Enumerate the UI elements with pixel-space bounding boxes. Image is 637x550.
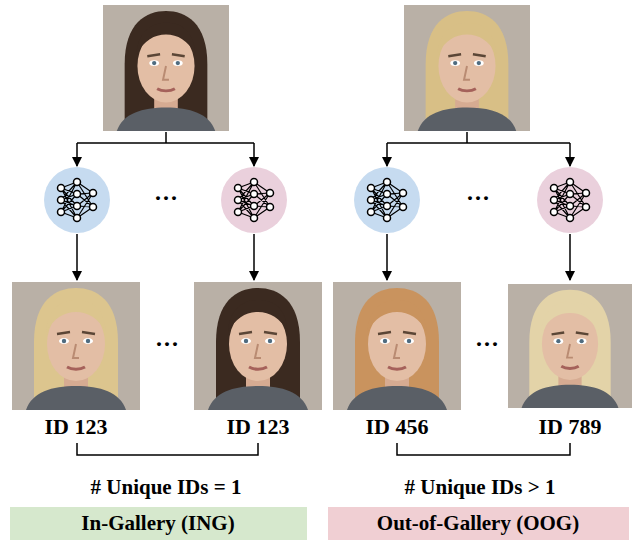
arrow xyxy=(386,143,388,166)
count-label: # Unique IDs > 1 xyxy=(405,474,556,500)
photo-box: ID 789 xyxy=(508,282,632,410)
category-label: Out-of-Gallery (OOG) xyxy=(377,510,579,536)
bracket xyxy=(77,443,258,455)
arrow xyxy=(569,234,571,280)
query-photo xyxy=(103,5,229,131)
bracket xyxy=(397,443,570,455)
ellipsis: ··· xyxy=(466,185,490,211)
ellipsis: ··· xyxy=(475,331,499,357)
network-icon xyxy=(44,167,110,233)
network-icon xyxy=(235,179,274,222)
identity-label: ID 123 xyxy=(45,414,108,440)
match-photo xyxy=(508,284,632,408)
photo-box: ID 123 xyxy=(12,282,140,410)
identity-label: ID 123 xyxy=(227,414,290,440)
network-icon xyxy=(551,179,590,222)
network-icon xyxy=(58,179,97,222)
network-icon xyxy=(354,167,420,233)
arrow xyxy=(386,234,388,280)
match-photo xyxy=(333,282,461,410)
photo-box: ID 456 xyxy=(333,282,461,410)
arrow xyxy=(76,143,78,166)
arrow xyxy=(76,234,78,280)
network-icon xyxy=(368,179,407,222)
arrow xyxy=(253,234,255,280)
ellipsis: ··· xyxy=(155,331,179,357)
category-band: Out-of-Gallery (OOG) xyxy=(328,507,629,540)
ellipsis: ··· xyxy=(154,185,178,211)
arrow xyxy=(253,143,255,166)
photo-box: ID 123 xyxy=(194,282,322,410)
split-line xyxy=(387,132,570,143)
category-label: In-Gallery (ING) xyxy=(81,510,234,536)
identity-label: ID 456 xyxy=(366,414,429,440)
query-photo xyxy=(404,5,530,131)
category-band: In-Gallery (ING) xyxy=(10,507,307,540)
arrow xyxy=(569,143,571,166)
network-icon xyxy=(221,167,287,233)
count-label: # Unique IDs = 1 xyxy=(91,474,242,500)
split-line xyxy=(77,132,254,143)
match-photo xyxy=(12,282,140,410)
identity-label: ID 789 xyxy=(539,414,602,440)
match-photo xyxy=(194,282,322,410)
network-icon xyxy=(537,167,603,233)
